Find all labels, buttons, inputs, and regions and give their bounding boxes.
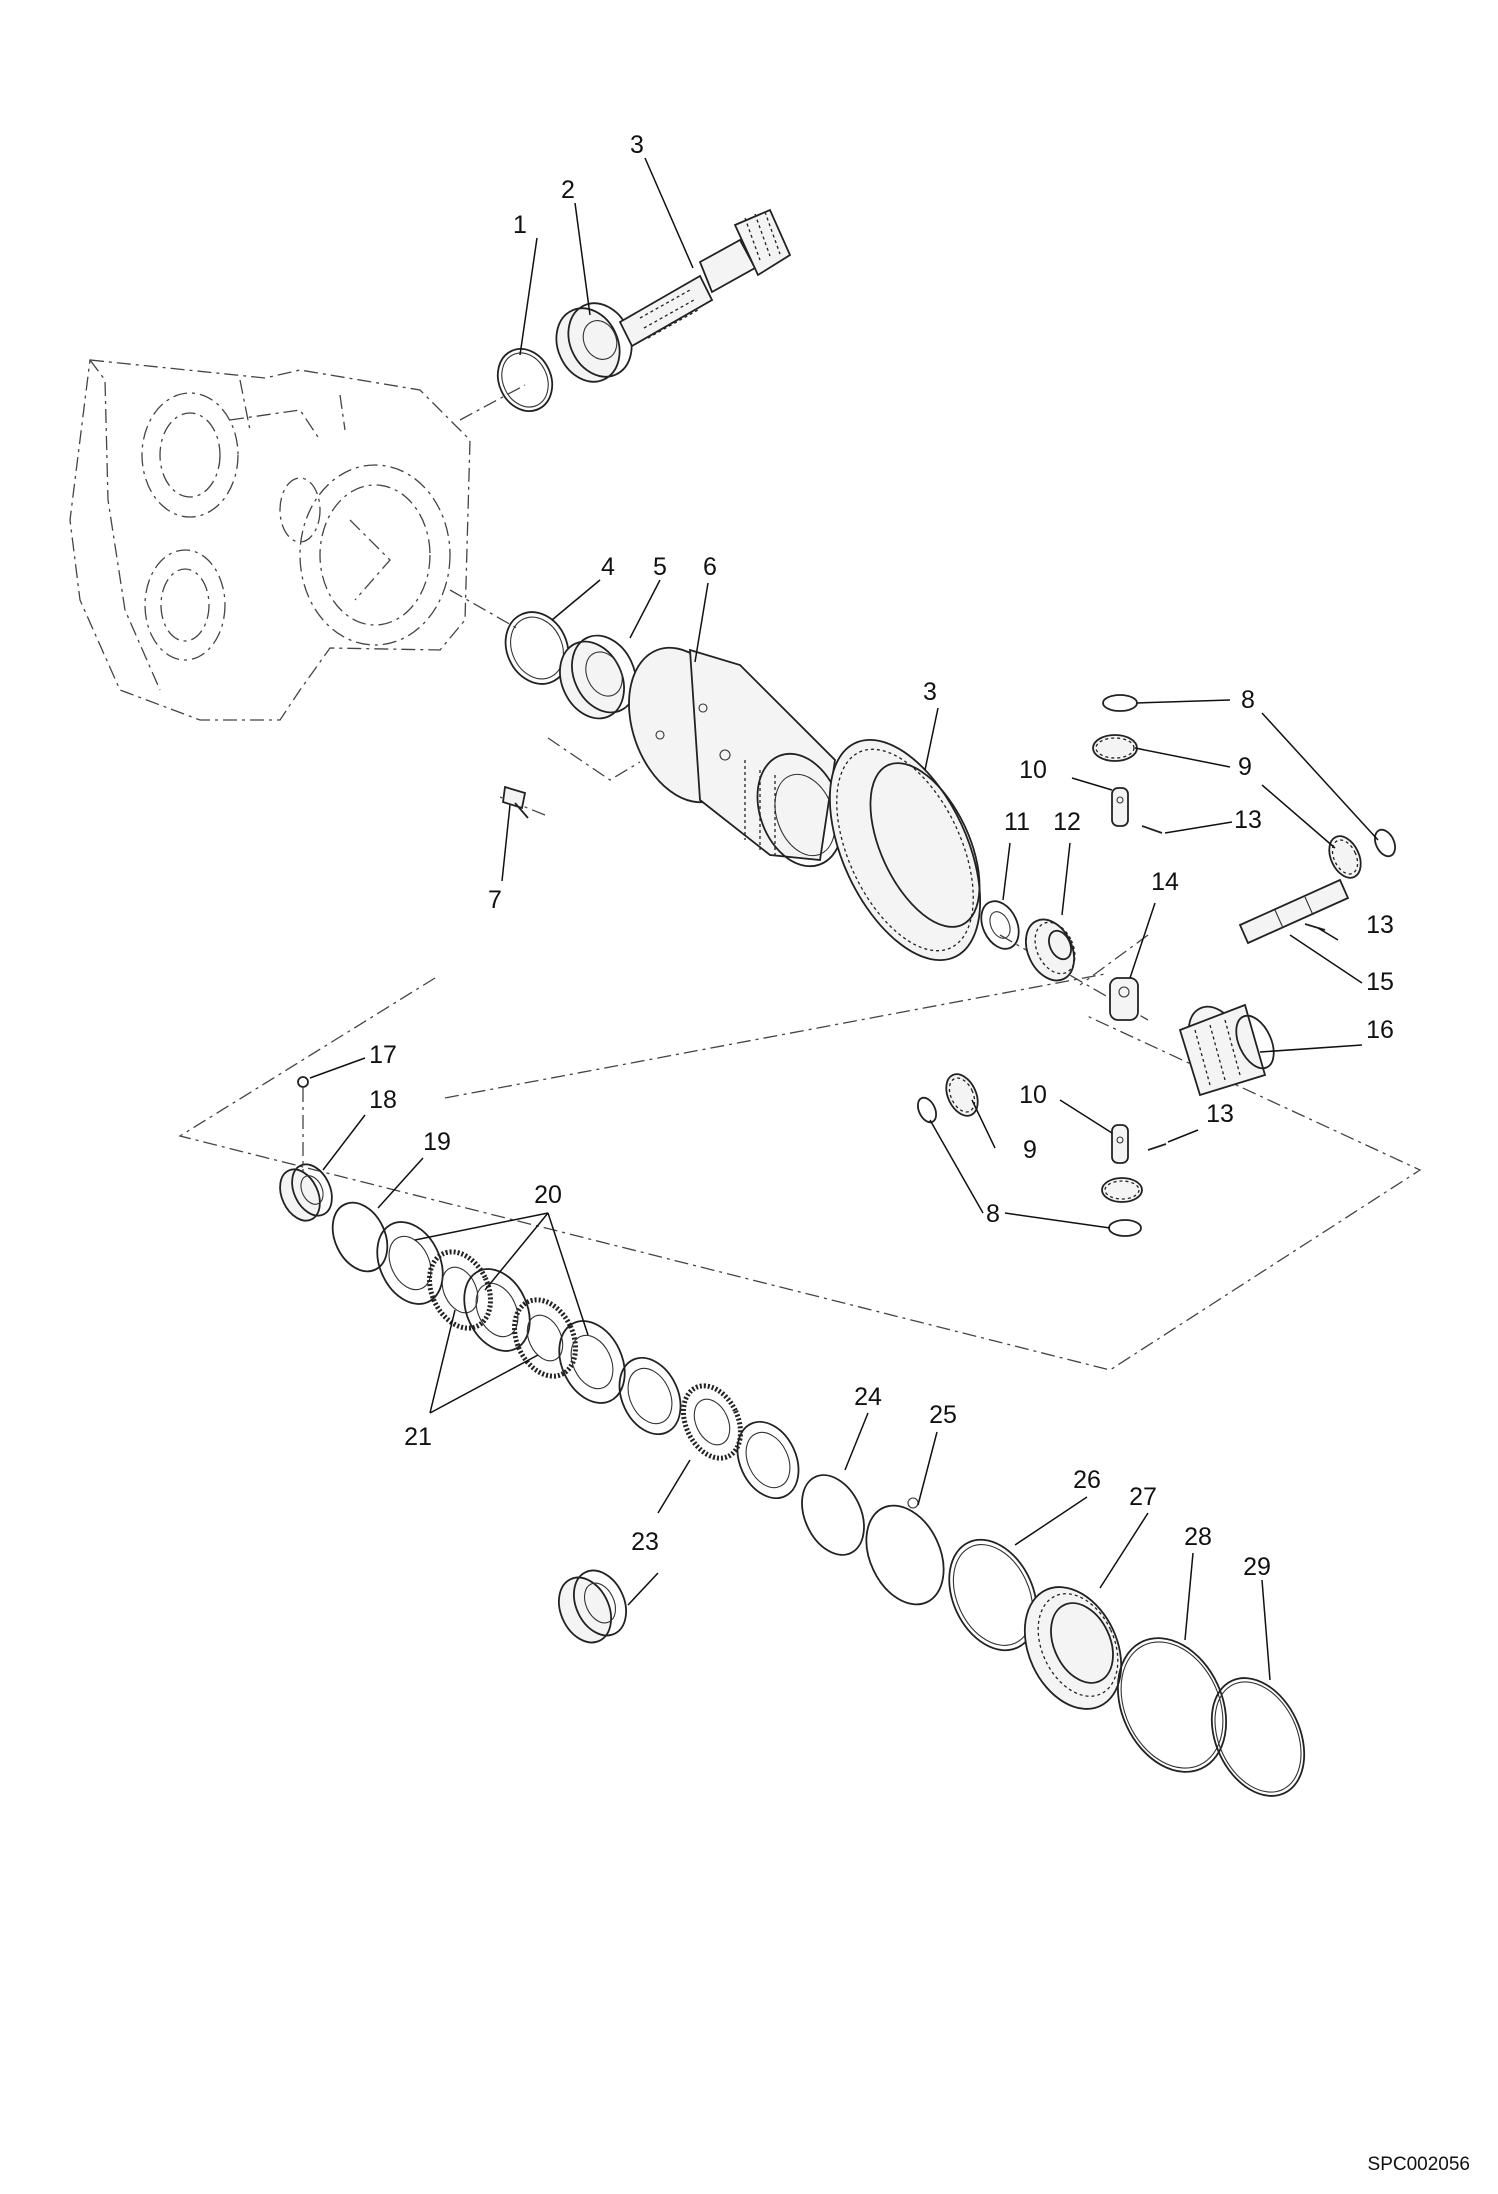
callout-3-pinion: 3 [630,131,644,159]
roll-pin-13-top [1141,825,1163,834]
side-gear-12 [1025,918,1076,982]
roll-pin-13-bottom [1147,1143,1167,1151]
center-block-14 [1109,977,1139,1021]
bolt-7 [502,785,529,819]
callout-6: 6 [703,553,717,581]
snap-ring-24 [801,1474,865,1556]
callout-20: 20 [534,1181,562,1209]
callout-7: 7 [488,886,502,914]
shim-22 [618,1356,682,1436]
callout-10-top: 10 [1019,756,1047,784]
assembly-axis-lines [178,384,1422,1371]
callout-19: 19 [423,1128,451,1156]
callout-13-bottom: 13 [1206,1100,1234,1128]
callout-13-top: 13 [1234,806,1262,834]
steel-plate-20b [463,1268,531,1352]
washer-11 [980,900,1020,950]
callout-16: 16 [1366,1016,1394,1044]
pin-10-bottom [1111,1124,1129,1164]
steel-plate-20c [558,1320,626,1404]
callout-8-bottom: 8 [986,1200,1000,1228]
callout-25: 25 [929,1401,957,1429]
leader-lines [309,157,1379,1681]
circlip-25 [865,1497,945,1606]
ball-17 [297,1076,309,1088]
pinion-shaft-3 [618,208,792,348]
friction-disc-21b [512,1297,578,1379]
steel-plate-20a [376,1221,444,1305]
ring-28 [1116,1637,1228,1773]
callout-labels: 1 2 3 3 4 5 6 7 8 8 9 9 10 10 11 12 13 1… [369,131,1394,1581]
callout-9-top: 9 [1238,753,1252,781]
callout-21: 21 [404,1423,432,1451]
callout-10-bottom: 10 [1019,1081,1047,1109]
callout-4: 4 [601,553,615,581]
snap-ring-29 [1210,1677,1306,1797]
callout-3-ring-gear: 3 [923,678,937,706]
callout-17: 17 [369,1041,397,1069]
side-gear-16 [1178,1003,1275,1097]
callout-18: 18 [369,1086,397,1114]
callout-15: 15 [1366,968,1394,996]
spring-washer [680,1383,744,1461]
callout-8-top: 8 [1241,686,1255,714]
snap-ring-19 [331,1201,389,1273]
bearing-27 [1023,1586,1123,1710]
washer-8-top [1102,694,1138,712]
bearing-5 [559,634,637,720]
axle-housing [69,359,471,721]
ring-4 [504,611,570,685]
pinion-gear-9-top [1092,734,1138,762]
ring-26 [948,1538,1038,1652]
pinion-gear-9-left [945,1073,979,1117]
callout-11: 11 [1004,808,1030,836]
differential-case-6 [628,646,844,868]
callout-12: 12 [1053,808,1081,836]
callout-14: 14 [1151,868,1179,896]
callout-9-bottom: 9 [1023,1136,1037,1164]
pin-10-top [1111,787,1129,827]
roll-pin-13-right [1304,923,1326,931]
pinion-gear-9-bottom [1101,1177,1143,1203]
washer-8-right [1374,828,1396,858]
cross-shaft-15 [1238,878,1350,945]
drawing-code: SPC002056 [1368,2154,1470,2175]
pinion-bearing-2 [555,302,633,383]
callout-23: 23 [631,1528,659,1556]
hub-18 [279,1163,333,1222]
callout-27: 27 [1129,1483,1157,1511]
callout-1: 1 [513,211,527,239]
pinion-gear-9-right [1328,835,1362,879]
washer-8-left [917,1096,937,1124]
callout-28: 28 [1184,1523,1212,1551]
washer-8-bottom [1108,1219,1142,1237]
callout-2: 2 [561,176,575,204]
callout-13-right: 13 [1366,911,1394,939]
callout-26: 26 [1073,1466,1101,1494]
snap-ring-1 [496,348,554,412]
seal-23 [558,1569,627,1644]
friction-disc-21a [427,1249,493,1331]
shim-plain [736,1420,800,1500]
callout-29: 29 [1243,1553,1271,1581]
callout-5: 5 [653,553,667,581]
callout-24: 24 [854,1383,882,1411]
ring-gear-3 [828,738,982,962]
